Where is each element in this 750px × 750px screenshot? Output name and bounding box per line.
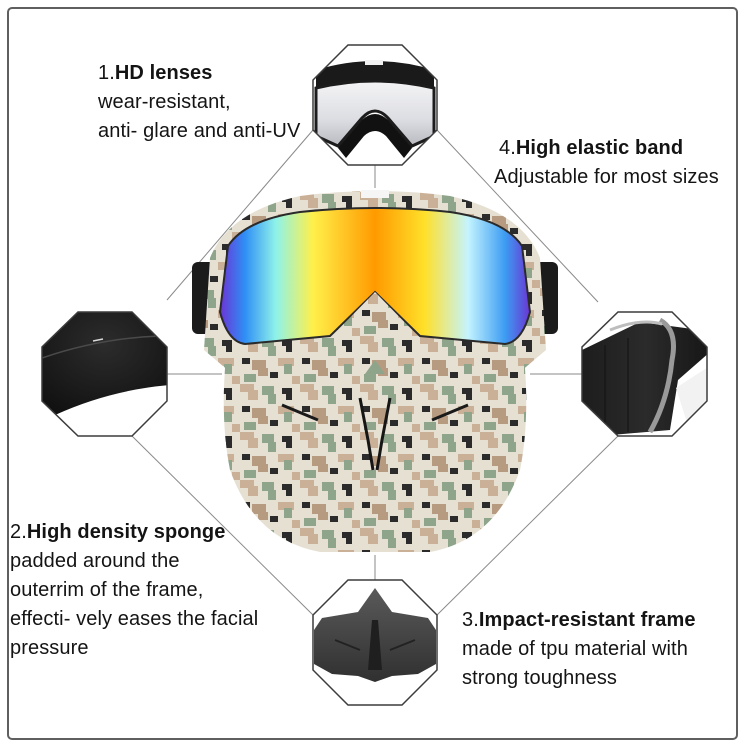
feature-description-line: strong toughness (462, 667, 618, 689)
feature-heading: 4.High elastic band (499, 137, 684, 159)
octagon-hd-lens-detail (312, 44, 438, 166)
feature-title: Impact-resistant frame (478, 609, 696, 631)
feature-description-line: effecti- vely eases the facial (10, 608, 259, 630)
feature-description-line: Adjustable for most sizes (494, 166, 719, 188)
feature-heading: 3.Impact-resistant frame (462, 609, 696, 631)
feature-title: High elastic band (515, 137, 684, 159)
feature-heading: 2.High density sponge (10, 521, 226, 543)
octagon-elastic-band-detail (581, 311, 708, 437)
feature-description-line: made of tpu material with (462, 638, 688, 660)
feature-title: High density sponge (26, 521, 226, 543)
feature-description-line: pressure (10, 637, 89, 659)
feature-description-line: wear-resistant, (98, 91, 231, 113)
connector-lines (131, 129, 619, 616)
feature-description-line: outerrim of the frame, (10, 579, 204, 601)
feature-description-line: padded around the (10, 550, 180, 572)
feature-description-line: anti- glare and anti-UV (98, 120, 301, 142)
feature-high-elastic-band: 4.High elastic band Adjustable for most … (494, 134, 719, 192)
camo-goggle-mask (192, 190, 558, 552)
octagon-tpu-frame-detail (312, 579, 438, 706)
feature-impact-resistant-frame: 3.Impact-resistant frame made of tpu mat… (462, 606, 696, 693)
feature-heading: 1.HD lenses (98, 62, 213, 84)
outer-frame (7, 7, 738, 740)
feature-title: HD lenses (114, 62, 213, 84)
feature-high-density-sponge: 2.High density sponge padded around the … (10, 518, 258, 663)
octagon-sponge-detail (41, 311, 168, 437)
feature-hd-lenses: 1.HD lenses wear-resistant, anti- glare … (98, 59, 300, 146)
